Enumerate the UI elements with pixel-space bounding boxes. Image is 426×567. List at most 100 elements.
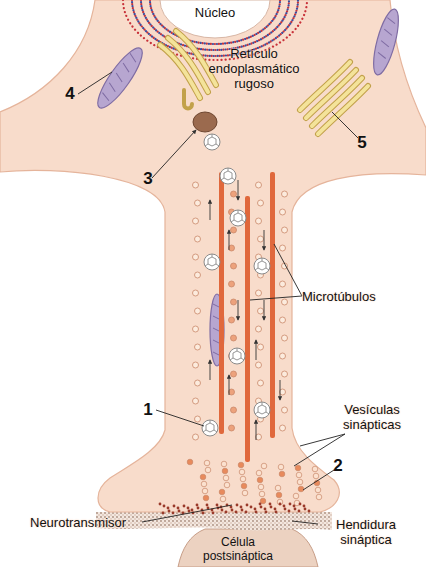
mitochondrion-outline xyxy=(91,43,149,113)
coated-vesicle-outline xyxy=(202,420,218,436)
transport-vesicle xyxy=(282,191,288,197)
callout-number: 5 xyxy=(354,134,370,152)
coated-vesicle-outline xyxy=(254,402,270,418)
neurotransmitter-molecule xyxy=(250,506,253,509)
synaptic-vesicle xyxy=(256,470,262,476)
neurotransmitter-molecule xyxy=(202,512,205,515)
synaptic-vesicle xyxy=(313,473,319,479)
neurotransmitter-molecule xyxy=(212,512,215,515)
neurotransmitter-molecule xyxy=(254,508,257,511)
neuron-body xyxy=(0,0,426,512)
coated-vesicle-outline xyxy=(254,258,270,274)
transport-arrow xyxy=(238,180,239,200)
golgi-cisterna xyxy=(300,62,368,134)
leader-line xyxy=(142,505,232,522)
neurotransmitter-molecule xyxy=(269,503,272,506)
transport-vesicle xyxy=(280,245,286,251)
transport-vesicle xyxy=(195,308,201,314)
neurotransmitter-molecule xyxy=(231,509,234,512)
neurotransmitter-molecule xyxy=(187,507,190,510)
transport-arrow xyxy=(256,340,257,360)
neurotransmitter-molecule xyxy=(241,509,244,512)
mitochondrion-cristae xyxy=(377,18,396,59)
transport-vesicle xyxy=(258,344,264,350)
callout-number: 4 xyxy=(62,85,78,103)
transport-vesicle xyxy=(282,335,288,341)
transport-vesicle xyxy=(195,416,201,422)
transport-vesicle xyxy=(280,425,286,431)
synaptic-vesicle xyxy=(203,495,209,501)
transport-vesicle xyxy=(256,182,262,188)
neurotransmitter-molecule xyxy=(246,504,249,507)
coated-vesicle-outline xyxy=(204,134,220,150)
neurotransmitter-molecule xyxy=(162,512,165,515)
leader-line xyxy=(152,130,196,178)
transport-vesicle xyxy=(193,182,199,188)
synaptic-vesicle xyxy=(316,494,322,500)
transport-arrow xyxy=(210,200,211,220)
transport-vesicle xyxy=(258,200,264,206)
er-dots xyxy=(141,0,289,50)
synaptic-vesicle xyxy=(257,477,263,483)
leader-line xyxy=(78,72,112,94)
coated-vesicle xyxy=(220,168,236,184)
synaptic-vesicle xyxy=(242,490,248,496)
synaptic-vesicle xyxy=(204,460,210,466)
synaptic-vesicle xyxy=(298,486,304,492)
transport-arrow xyxy=(264,300,265,320)
transport-vesicle xyxy=(195,344,201,350)
transport-vesicle xyxy=(282,299,288,305)
transport-vesicle xyxy=(282,371,288,377)
neurotransmitter-molecule xyxy=(288,510,291,513)
transport-vesicle xyxy=(195,236,201,242)
coated-vesicle-lattice xyxy=(255,258,269,270)
synaptic-vesicle xyxy=(258,484,264,490)
neurotransmitter-molecule xyxy=(159,503,162,506)
synaptic-vesicle xyxy=(277,499,283,505)
neurotransmitter-molecule xyxy=(178,510,181,513)
neurotransmitter-molecule xyxy=(284,508,287,511)
synaptic-vesicle xyxy=(222,468,228,474)
er-dots xyxy=(123,0,307,60)
structure-label: Hendidura sináptica xyxy=(318,517,414,547)
postsynaptic-cell-node: Célula postsináptica xyxy=(188,532,288,566)
prelysosomal-body xyxy=(193,112,217,132)
neurotransmitter-molecule xyxy=(167,507,170,510)
leader-line xyxy=(303,470,334,490)
transport-vesicle xyxy=(193,434,199,440)
transport-arrow xyxy=(280,380,281,400)
callout-number: 1 xyxy=(140,401,156,419)
coated-vesicle xyxy=(230,210,246,226)
transport-arrow xyxy=(238,300,239,320)
synaptic-vesicle xyxy=(239,469,245,475)
synaptic-vesicle xyxy=(220,496,226,502)
neurotransmitter-molecule xyxy=(188,510,191,513)
transport-arrow xyxy=(229,375,230,395)
nucleus-node: Núcleo xyxy=(172,2,258,22)
transport-vesicle xyxy=(282,227,288,233)
neurotransmitter-molecule xyxy=(230,506,233,509)
synaptic-vesicle xyxy=(202,488,208,494)
golgi-apparatus xyxy=(160,31,216,109)
transport-arrow xyxy=(210,360,211,380)
neurotransmitter-molecule xyxy=(197,507,200,510)
coated-vesicle-outline xyxy=(220,168,236,184)
golgi-cisterna xyxy=(160,31,216,98)
coated-vesicle-outline xyxy=(229,348,245,364)
transport-vesicle xyxy=(231,227,237,233)
coated-vesicle-lattice xyxy=(203,420,217,432)
synaptic-vesicle xyxy=(238,462,244,468)
neurotransmitter-molecule xyxy=(265,511,268,514)
transport-vesicle xyxy=(258,236,264,242)
transport-vesicle xyxy=(231,407,237,413)
neurotransmitter-molecule xyxy=(163,505,166,508)
synaptic-vesicle xyxy=(293,493,299,499)
synaptic-vesicle xyxy=(261,463,267,469)
neurotransmitter-molecule xyxy=(303,505,306,508)
synaptic-vesicle xyxy=(240,476,246,482)
transport-vesicle xyxy=(282,407,288,413)
neurotransmitter-molecule xyxy=(172,512,175,515)
transport-vesicle xyxy=(280,281,286,287)
neurotransmitter-molecule xyxy=(293,505,296,508)
